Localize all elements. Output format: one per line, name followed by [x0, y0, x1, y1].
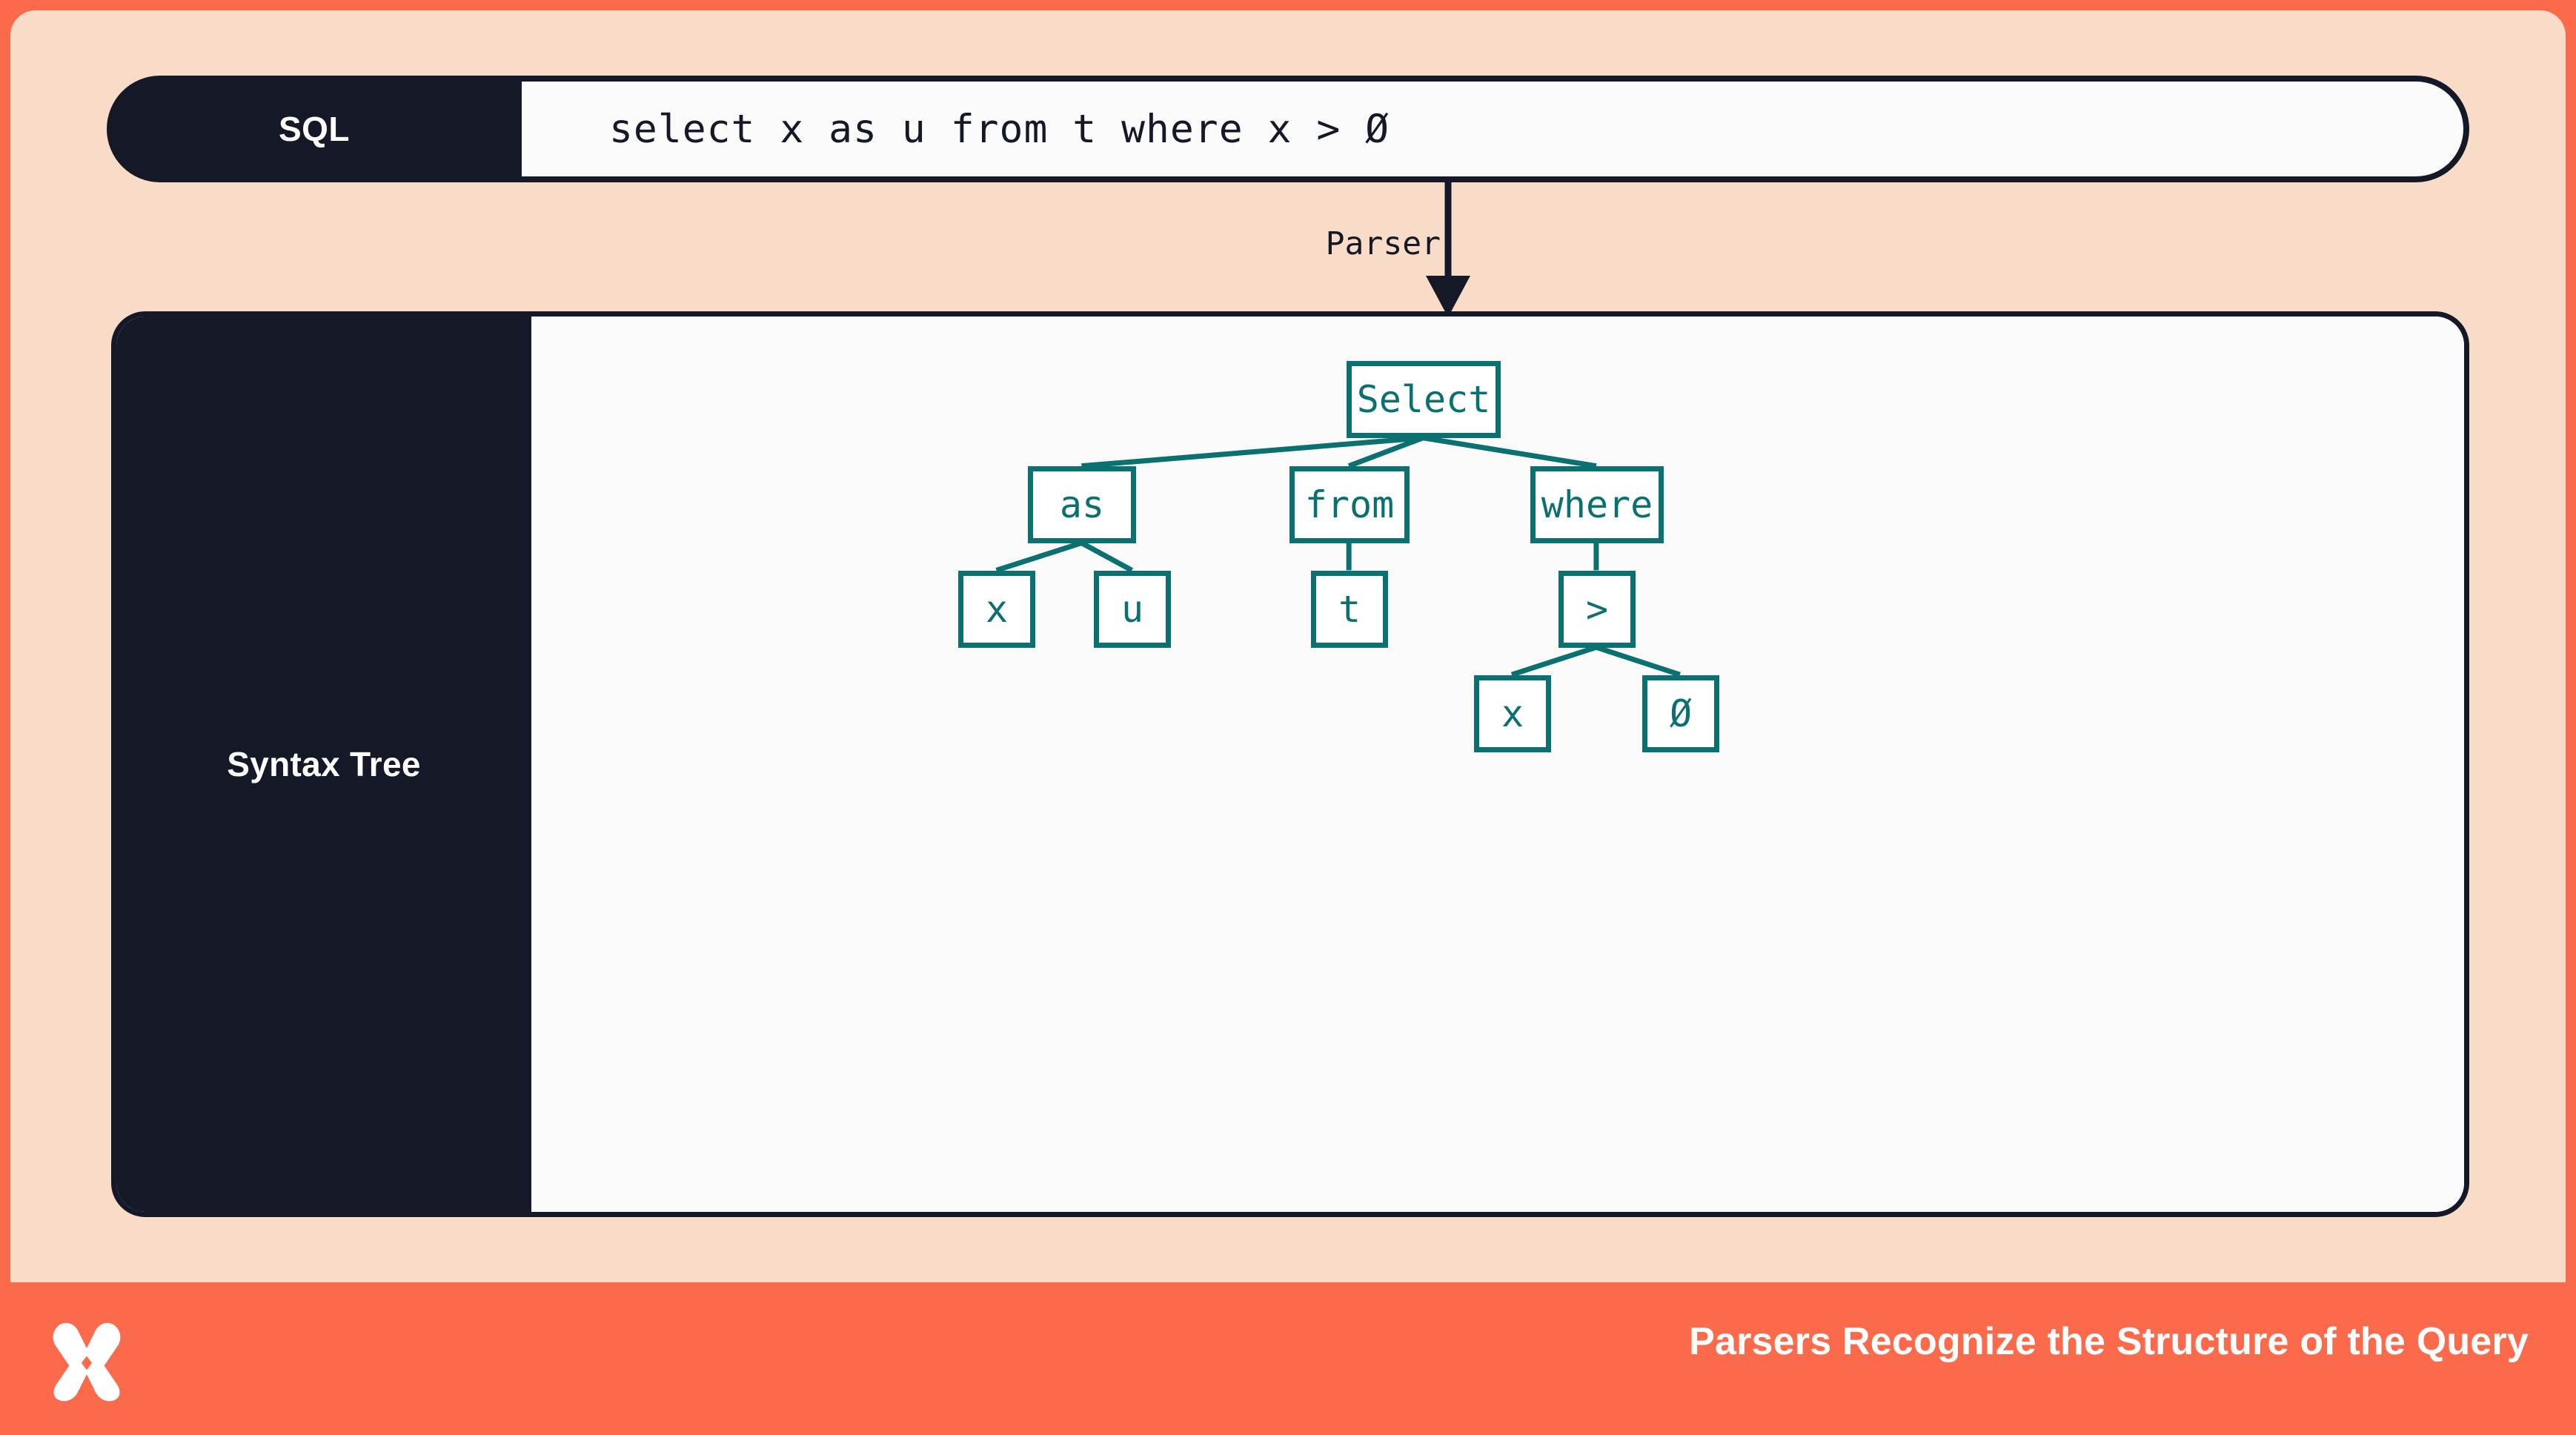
tree-node-zero[interactable]: Ø	[1642, 675, 1719, 752]
tree-edge	[995, 540, 1083, 573]
tree-node-from[interactable]: from	[1289, 466, 1410, 543]
tree-node-gt[interactable]: >	[1558, 571, 1636, 648]
tree-edge	[1081, 435, 1424, 469]
diagram-canvas: SQL select x as u from t where x > Ø Par…	[10, 10, 2566, 1282]
tree-edge	[1080, 540, 1134, 573]
parser-label: Parser	[1325, 225, 1441, 262]
tree-edge	[1510, 644, 1597, 677]
footer-tagline: Parsers Recognize the Structure of the Q…	[1689, 1320, 2529, 1363]
tree-node-label: where	[1541, 483, 1653, 526]
tree-node-label: as	[1059, 483, 1105, 526]
tree-edges	[995, 435, 1681, 677]
tree-edge	[1347, 435, 1424, 468]
tree-node-as[interactable]: as	[1028, 466, 1136, 543]
tree-edge	[1595, 644, 1681, 677]
syntax-tree-label: Syntax Tree	[227, 745, 421, 783]
tree-node-x1[interactable]: x	[958, 571, 1035, 648]
tree-node-label: u	[1121, 588, 1144, 631]
tree-node-t[interactable]: t	[1311, 571, 1388, 648]
tree-node-label: Select	[1356, 378, 1491, 421]
tree-node-select[interactable]: Select	[1347, 361, 1501, 438]
tree-node-label: >	[1585, 588, 1609, 631]
tree-node-label: x	[985, 588, 1009, 631]
tree-node-label: x	[1501, 692, 1524, 735]
tree-node-x2[interactable]: x	[1474, 675, 1551, 752]
footer-bar: Parsers Recognize the Structure of the Q…	[0, 1282, 2576, 1435]
tree-node-label: t	[1338, 588, 1361, 631]
tree-node-label: Ø	[1669, 692, 1693, 735]
tree-edge	[1422, 435, 1597, 469]
x-mark-logo-icon	[53, 1322, 121, 1402]
tree-node-where[interactable]: where	[1530, 466, 1664, 543]
tree-node-label: from	[1304, 483, 1395, 526]
down-arrow-icon	[1426, 182, 1470, 317]
sql-query-field[interactable]: select x as u from t where x > Ø	[522, 82, 2463, 176]
sql-input-row: SQL select x as u from t where x > Ø	[107, 76, 2469, 182]
parser-arrow-group: Parser	[1270, 182, 1626, 317]
syntax-tree-sidebar: Syntax Tree	[116, 317, 531, 1212]
sql-query-text: select x as u from t where x > Ø	[609, 106, 1390, 152]
tree-node-u[interactable]: u	[1094, 571, 1171, 648]
sql-label: SQL	[278, 110, 351, 148]
